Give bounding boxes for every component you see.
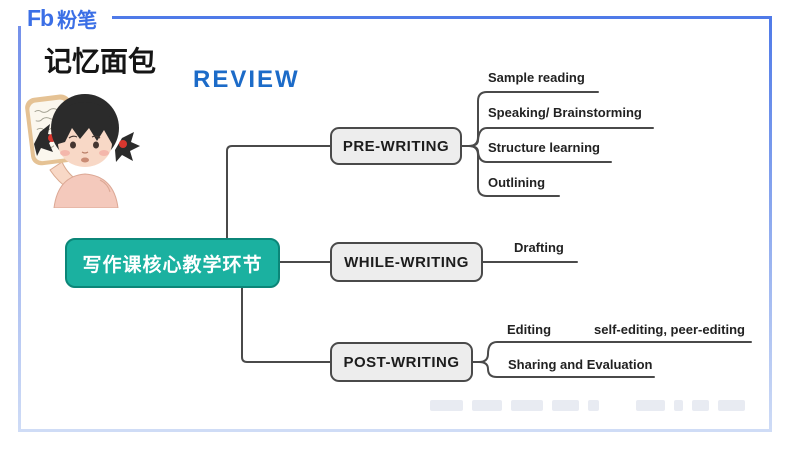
branch-post-writing: POST-WRITING (330, 342, 473, 382)
leaf-speaking-brainstorming: Speaking/ Brainstorming (488, 105, 642, 120)
leaf-editing: Editing (507, 322, 552, 337)
memory-bread-title: 记忆面包 (44, 46, 157, 77)
leaf-sample-reading: Sample reading (488, 70, 585, 85)
review-heading: REVIEW (193, 66, 300, 93)
mindmap-root-node: 写作课核心教学环节 (65, 238, 280, 288)
fenbi-logo-icon: Fb (27, 5, 54, 31)
leaf-editing-note: self-editing, peer-editing (594, 322, 745, 337)
leaf-structure-learning: Structure learning (488, 140, 600, 155)
frame-border-top (112, 16, 772, 19)
fenbi-logo-name: 粉笔 (57, 10, 98, 32)
frame-border-bottom (18, 429, 772, 432)
frame-border-right (769, 16, 772, 432)
fenbi-logo: Fb 粉笔 (27, 4, 97, 33)
girl-with-bread-sticker (25, 94, 140, 208)
branch-pre-writing: PRE-WRITING (330, 127, 462, 165)
watermark (430, 400, 745, 411)
frame-border-left (18, 26, 21, 432)
branch-while-writing: WHILE-WRITING (330, 242, 483, 282)
leaf-outlining: Outlining (488, 175, 546, 190)
leaf-drafting: Drafting (514, 240, 564, 255)
leaf-sharing-evaluation: Sharing and Evaluation (508, 357, 653, 372)
